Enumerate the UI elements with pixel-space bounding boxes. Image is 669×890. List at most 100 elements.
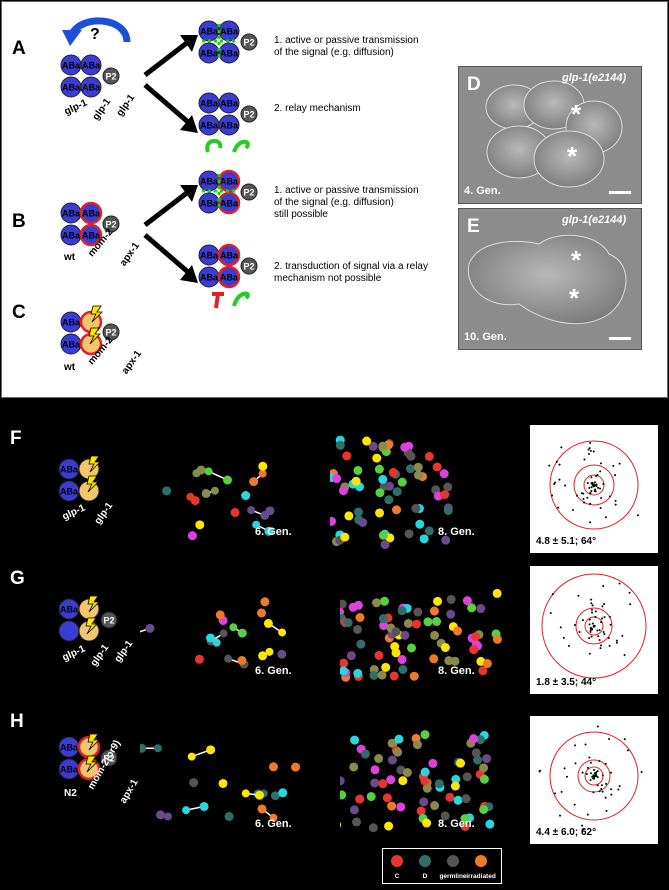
data-point — [610, 788, 613, 791]
cell-dot — [163, 812, 172, 821]
cell-label: ABa — [62, 340, 81, 350]
cell-dot — [368, 823, 378, 833]
data-point — [599, 462, 602, 465]
lightning-icon — [87, 596, 100, 613]
data-point — [629, 603, 632, 606]
cell-dot — [404, 529, 414, 539]
cell-dot — [384, 495, 394, 505]
cell — [100, 611, 118, 629]
data-point — [588, 618, 591, 621]
data-point — [603, 603, 606, 606]
cell-dot — [462, 772, 472, 782]
cell-dot — [340, 658, 349, 668]
cell-dot — [204, 467, 213, 476]
data-point — [595, 485, 598, 488]
data-point — [586, 496, 589, 499]
cell-label: P2 — [243, 188, 254, 198]
data-point — [559, 814, 562, 817]
generation-label: 6. Gen. — [255, 665, 292, 677]
cell-dot — [355, 613, 365, 623]
data-point — [592, 485, 595, 488]
data-point — [567, 644, 570, 647]
micrograph-title: glp-1(e2144) — [562, 72, 627, 84]
cell-dot — [342, 451, 352, 461]
cell-dot — [352, 817, 362, 827]
lineage-6-gen-h — [140, 743, 301, 822]
cell-label: ABa — [200, 273, 219, 283]
cell-dot — [252, 520, 261, 529]
radial-plot-h: 4.4 ± 6.0; 62° — [530, 716, 658, 844]
cell-dot — [351, 476, 361, 486]
cell-label: ABa — [82, 83, 101, 93]
stat-label: 4.4 ± 6.0; 62° — [536, 827, 597, 838]
legend-swatch — [447, 855, 459, 867]
cell-dot — [397, 655, 407, 665]
data-point — [551, 593, 554, 596]
cell-dot — [199, 801, 209, 811]
cell-dot — [377, 670, 387, 680]
cell-dot — [392, 505, 402, 515]
embryo-image — [467, 234, 627, 325]
cell-dot — [258, 469, 267, 478]
data-point — [628, 591, 631, 594]
cell — [240, 183, 258, 201]
cell-dot — [338, 486, 348, 496]
data-point — [588, 623, 591, 626]
data-point — [595, 483, 598, 486]
cell-label: ABa — [82, 209, 101, 219]
data-point — [577, 594, 580, 597]
cell-dot — [429, 606, 439, 616]
cell-dot — [349, 762, 359, 772]
cell-dot — [441, 535, 451, 545]
cell-dot — [402, 767, 412, 777]
data-point — [587, 448, 590, 451]
legend-label: germline — [439, 873, 466, 880]
data-point — [558, 463, 561, 466]
cell-dot — [387, 801, 397, 811]
data-point — [618, 785, 621, 788]
cell-label: ABa — [62, 318, 81, 328]
data-point — [563, 767, 566, 770]
data-point — [582, 497, 585, 500]
cell-dot — [380, 596, 390, 606]
data-point — [608, 495, 611, 498]
cell-dot — [413, 607, 423, 617]
cell-dot — [255, 790, 265, 800]
cell-dot — [182, 806, 191, 815]
data-point — [554, 792, 557, 795]
cell-dot — [375, 508, 385, 518]
data-point — [588, 637, 591, 640]
cell-dot — [440, 490, 450, 500]
cell-dot — [189, 778, 199, 788]
cell-dot — [387, 755, 397, 765]
cell-dot — [479, 774, 489, 784]
data-point — [596, 629, 599, 632]
cell-dot — [462, 596, 472, 606]
cell-dot — [378, 441, 388, 451]
cell-dot — [411, 619, 421, 629]
cell-dot — [420, 776, 430, 786]
cell-dot — [400, 630, 410, 640]
data-point — [589, 779, 592, 782]
gene-label: N2 — [64, 788, 77, 799]
cell-dot — [411, 503, 421, 513]
cell-dot — [229, 623, 238, 632]
cell-label: ABa — [220, 273, 239, 283]
cell-dot — [332, 474, 342, 484]
data-point — [592, 777, 595, 780]
cell-dot — [268, 762, 278, 772]
panel-label-h: H — [10, 711, 24, 732]
cell-dot — [353, 600, 363, 610]
cell-dot — [396, 802, 406, 812]
cell-dot — [473, 755, 483, 765]
cell — [240, 33, 258, 51]
cell-dot — [353, 465, 363, 475]
legend-label: C — [395, 873, 400, 880]
cell-dot — [368, 441, 378, 451]
data-point — [597, 635, 600, 638]
data-point — [590, 602, 593, 605]
data-point — [598, 639, 601, 642]
generation-label: 6. Gen. — [255, 526, 292, 538]
